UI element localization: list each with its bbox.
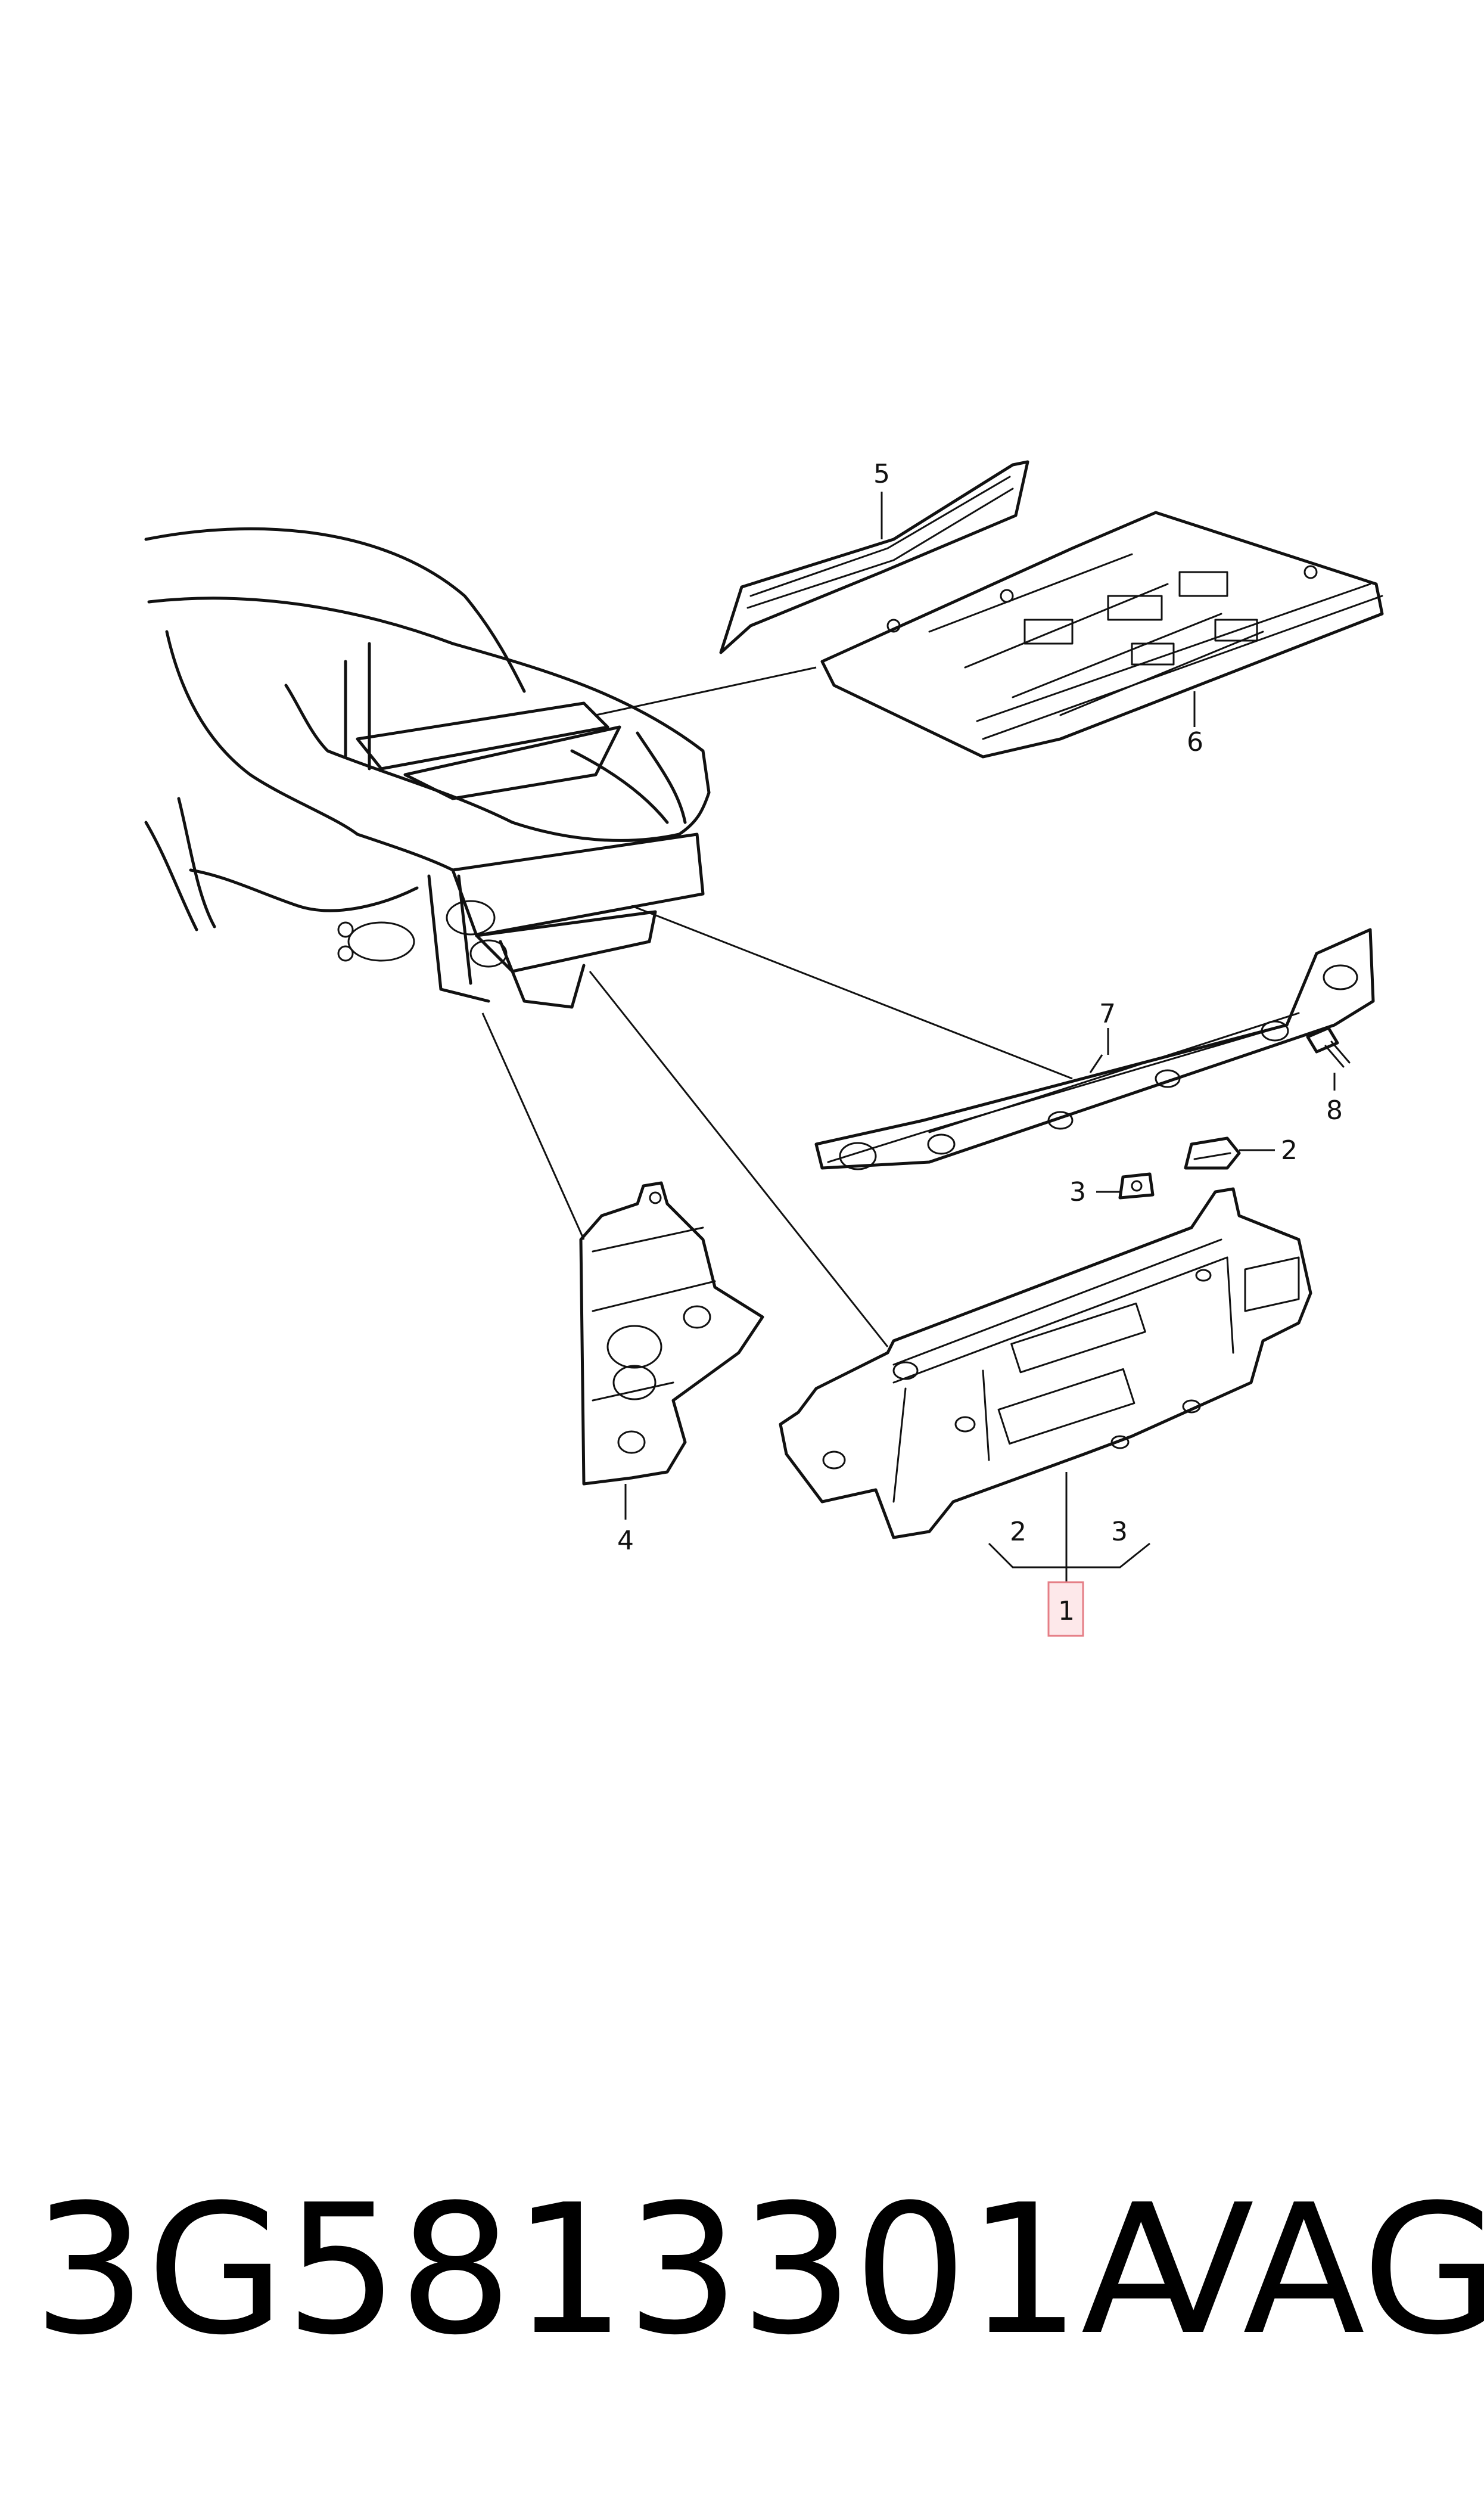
part-6-floor-panel-drawing — [820, 511, 1384, 759]
callout-8: 8 — [1326, 1095, 1343, 1126]
callout-4: 4 — [617, 1526, 634, 1556]
part-5-rail-drawing — [719, 460, 1029, 654]
part-4-side-bracket-drawing — [579, 1181, 764, 1486]
callout-2-top: 2 — [1281, 1135, 1298, 1166]
callout-3-top: 3 — [1069, 1177, 1086, 1207]
part-8-bolt-drawing — [1306, 1026, 1351, 1068]
car-rear-body-drawing — [144, 527, 711, 1009]
part-2-bracket-drawing — [1184, 1136, 1241, 1170]
part-7-cross-member-drawing — [814, 928, 1375, 1170]
callout-3-bottom: 3 — [1111, 1517, 1128, 1547]
callout-6: 6 — [1187, 727, 1203, 757]
part-3-bracket-drawing — [1118, 1172, 1155, 1200]
part-1-rear-panel-drawing — [779, 1187, 1312, 1539]
callout-2-bottom: 2 — [1010, 1517, 1026, 1547]
part-1-highlight-box — [1047, 1581, 1084, 1637]
part-number-label: 3G5813301A — [33, 2166, 1203, 2374]
callout-1: 1 — [1058, 1596, 1075, 1626]
brand-label: VAG — [1132, 2166, 1484, 2374]
callout-5: 5 — [873, 459, 890, 489]
callout-7: 7 — [1099, 999, 1116, 1029]
